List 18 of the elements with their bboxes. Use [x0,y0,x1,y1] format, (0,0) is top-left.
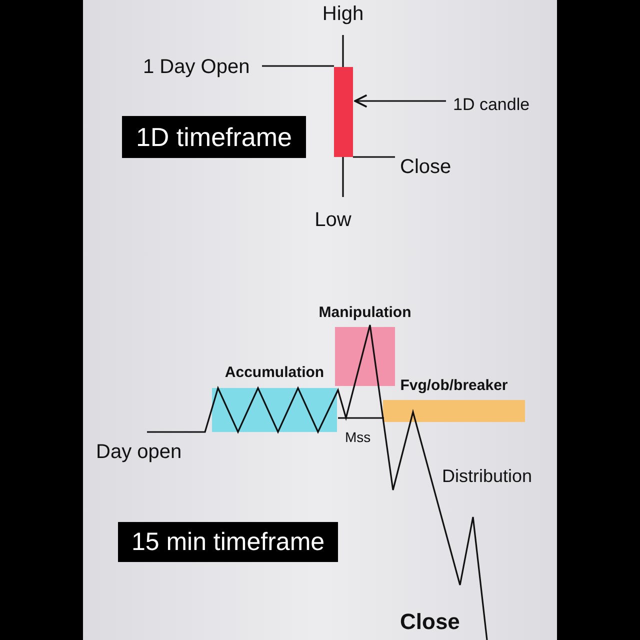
phase-label: Distribution [442,467,532,485]
price-label: Day open [96,442,182,462]
leader-line [353,156,395,158]
timeframe-tag: 15 min timeframe [118,522,338,562]
arrow [354,94,446,108]
zone-heading: Fvg/ob/breaker [400,378,508,393]
zone-heading: Accumulation [224,365,324,380]
price-label: High [322,4,364,24]
zone-heading: Manipulation [318,305,412,320]
timeframe-tag: 1D timeframe [122,116,306,158]
leader-line [262,65,334,67]
structure-label: Mss [345,430,371,444]
price-label: Close [400,611,460,633]
price-label: Low [314,210,352,230]
callout-label: 1 Day Open [143,57,250,77]
callout-label: 1D candle [453,96,530,113]
candle-body [334,67,353,157]
callout-label: Close [400,157,452,177]
